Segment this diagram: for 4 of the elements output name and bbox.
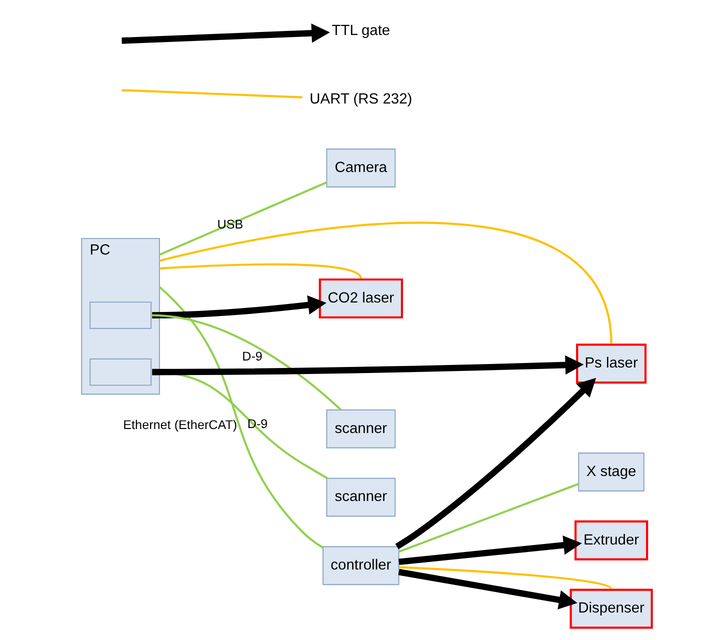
edge-label: Ethernet (EtherCAT) xyxy=(123,418,238,432)
legend-label: TTL gate xyxy=(332,23,390,40)
edge-label: D-9 xyxy=(242,350,262,364)
legend-label: UART (RS 232) xyxy=(310,92,412,108)
